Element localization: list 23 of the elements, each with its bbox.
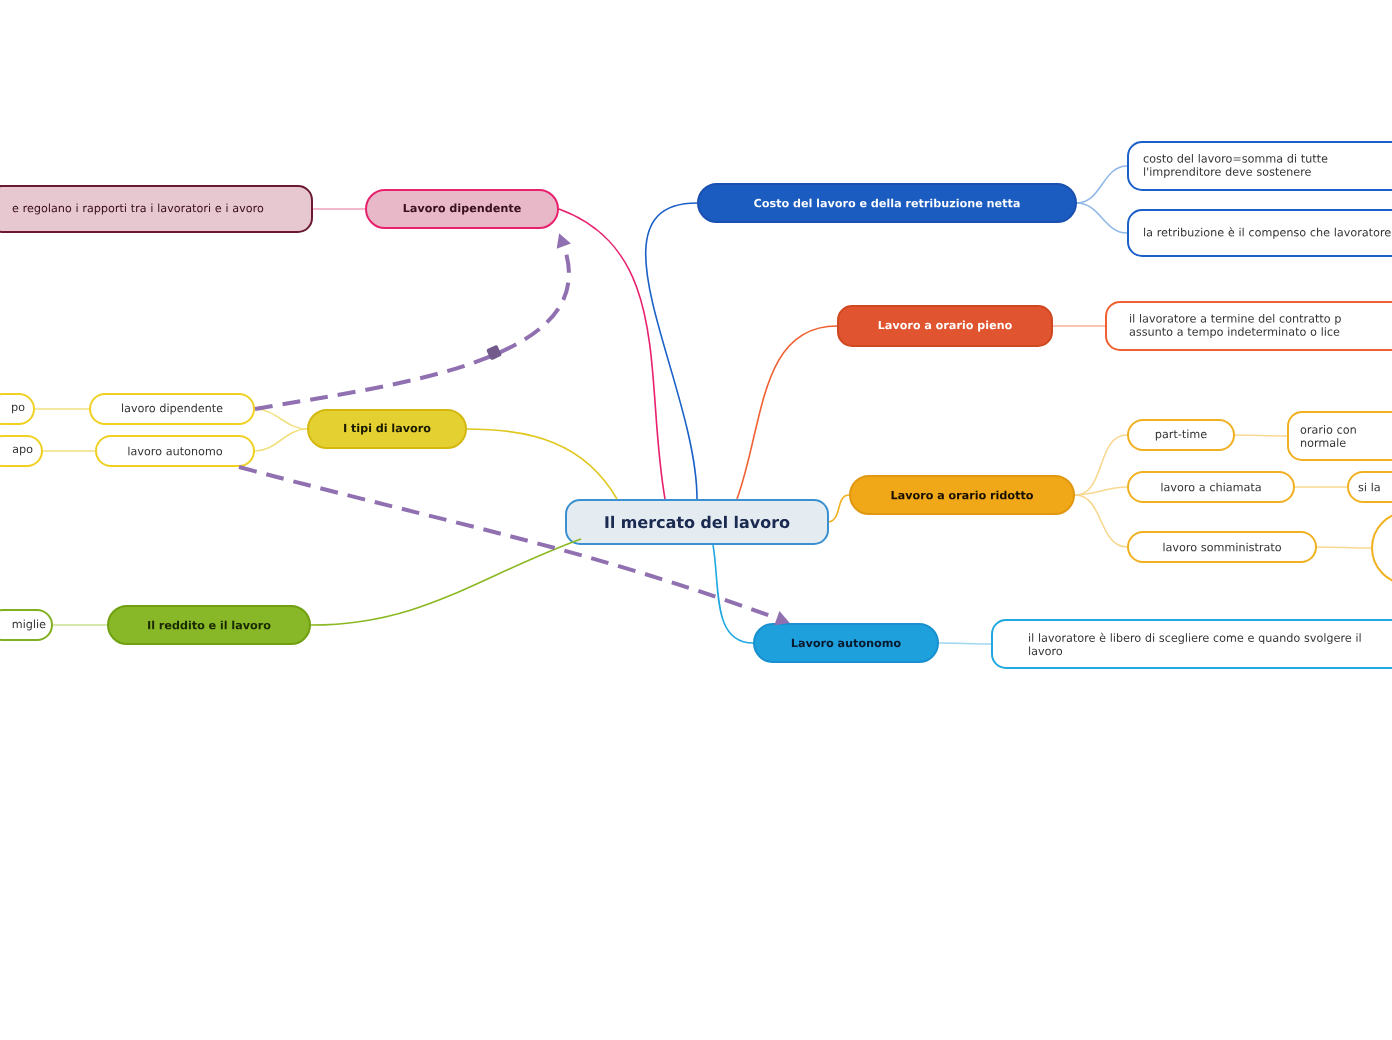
connector-line bbox=[644, 202, 698, 500]
connector-line bbox=[52, 624, 108, 626]
connector-line bbox=[938, 642, 992, 645]
connector-line bbox=[254, 428, 308, 452]
connector-line bbox=[1316, 546, 1372, 549]
connector-line bbox=[312, 208, 366, 210]
connector-line bbox=[466, 428, 618, 500]
connector-line bbox=[736, 325, 838, 500]
connector-line bbox=[1074, 486, 1128, 496]
connector-line bbox=[712, 544, 754, 644]
connector-line bbox=[1052, 325, 1106, 327]
connector-line bbox=[310, 538, 582, 626]
connector-line bbox=[1074, 494, 1128, 548]
connector-line bbox=[1076, 165, 1128, 204]
connector-line bbox=[558, 208, 666, 500]
central-topic-box: Il mercato del lavoro bbox=[565, 499, 829, 545]
connector-line bbox=[34, 408, 90, 410]
connector-line bbox=[1076, 202, 1128, 234]
connector-line bbox=[42, 450, 96, 452]
connector-line bbox=[1294, 486, 1348, 488]
connector-line bbox=[1234, 434, 1288, 437]
connector-line bbox=[828, 494, 850, 523]
connector-line bbox=[1074, 434, 1128, 496]
